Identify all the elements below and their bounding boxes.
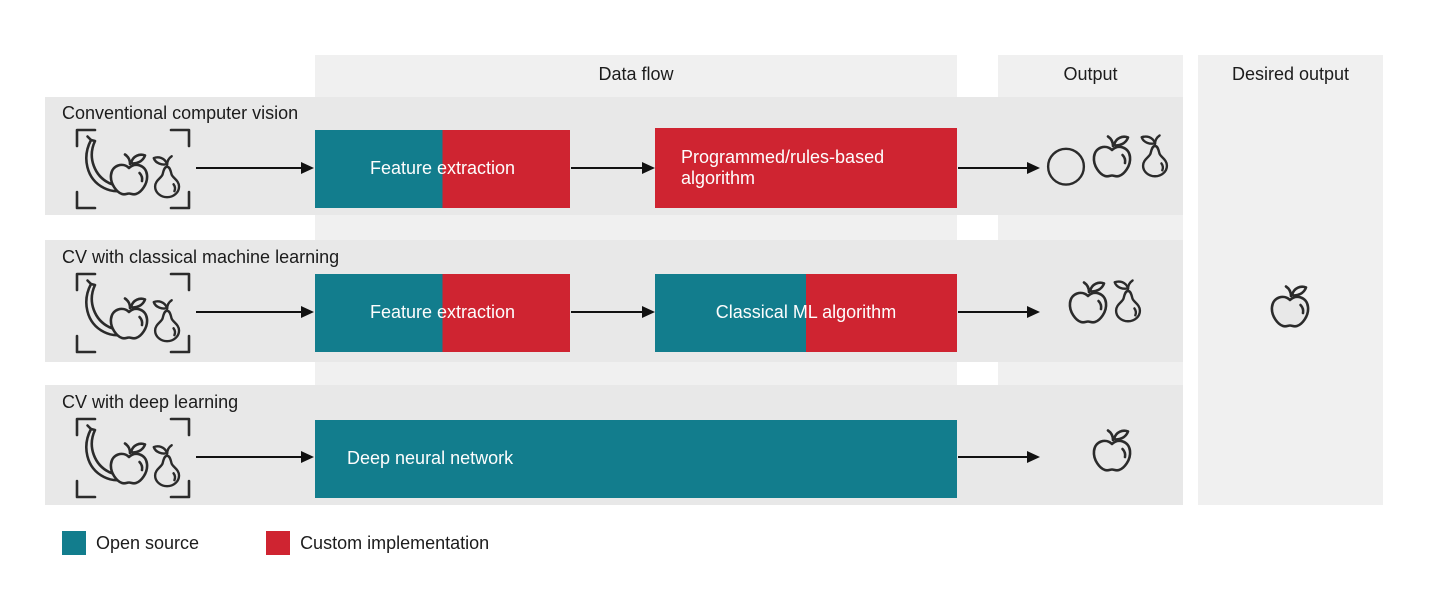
arrow-between-boxes	[571, 311, 644, 314]
legend-label: Custom implementation	[300, 532, 490, 553]
arrow-input-to-flow	[196, 311, 303, 314]
row-title-deep-learning: CV with deep learning	[62, 392, 239, 412]
desired-output-apple-icon	[1270, 285, 1310, 328]
row-title-classical-ml: CV with classical machine learning	[62, 247, 340, 267]
input-fruits-icon	[73, 415, 193, 501]
arrow-to-output	[958, 311, 1029, 314]
circle-fruit-icon	[1046, 147, 1086, 186]
apple-icon	[1092, 135, 1132, 178]
column-desired-output: Desired output	[1198, 55, 1383, 505]
open-source-swatch	[62, 531, 86, 555]
box-classical-ml-algorithm: Classical ML algorithm	[655, 274, 957, 352]
box-feature-extraction-row2: Feature extraction	[315, 274, 570, 352]
arrow-input-to-flow	[196, 167, 303, 170]
input-fruits-icon	[73, 126, 193, 212]
row-title-conventional-cv: Conventional computer vision	[62, 103, 299, 123]
row-band-classical-ml	[45, 240, 1183, 362]
box-label: Feature extraction	[369, 158, 516, 179]
pear-icon	[1113, 279, 1142, 323]
legend-item-open-source: Open source	[62, 531, 199, 555]
apple-icon	[1092, 429, 1132, 472]
arrow-between-boxes	[571, 167, 644, 170]
box-label: Classical ML algorithm	[715, 302, 897, 323]
column-header-data-flow: Data flow	[598, 64, 674, 84]
legend: Open source Custom implementation	[62, 531, 489, 555]
custom-implementation-swatch	[266, 531, 291, 555]
row-band-conventional-cv	[45, 97, 1183, 215]
box-deep-neural-network: Deep neural network	[315, 420, 957, 498]
box-programmed-rules-based: Programmed/rules-based algorithm	[655, 128, 957, 208]
box-feature-extraction-row1: Feature extraction	[315, 130, 570, 208]
arrow-input-to-flow	[196, 456, 303, 459]
box-label: Feature extraction	[369, 302, 516, 323]
legend-label: Open source	[96, 532, 200, 553]
apple-icon	[1068, 281, 1108, 324]
arrow-to-output	[958, 167, 1029, 170]
pear-icon	[1140, 134, 1169, 178]
column-header-desired-output: Desired output	[1231, 64, 1350, 84]
column-header-output: Output	[1063, 64, 1118, 84]
input-fruits-icon	[73, 270, 193, 356]
box-label: Programmed/rules-based algorithm	[681, 146, 885, 188]
arrow-to-output	[958, 456, 1029, 459]
legend-item-custom-implementation: Custom implementation	[266, 531, 489, 555]
box-label: Deep neural network	[347, 448, 514, 469]
